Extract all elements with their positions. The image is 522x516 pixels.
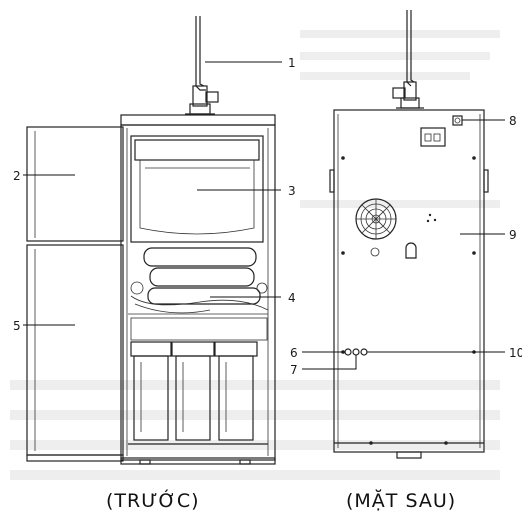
callout-number-4: 4 bbox=[288, 291, 296, 305]
back-power-socket bbox=[420, 115, 463, 147]
back-water-ports bbox=[344, 348, 368, 356]
front-base bbox=[26, 454, 276, 465]
callout-number-2: 2 bbox=[13, 169, 21, 183]
front-caption: (TRƯỚC) bbox=[106, 488, 200, 512]
front-top-panel bbox=[120, 114, 276, 126]
callout-number-1: 1 bbox=[288, 56, 296, 70]
callout-number-8: 8 bbox=[509, 114, 517, 128]
front-membrane-assembly bbox=[128, 247, 269, 315]
callout-number-9: 9 bbox=[509, 228, 517, 242]
back-faucet bbox=[392, 10, 424, 109]
callout-leader-7 bbox=[302, 355, 357, 370]
back-view: 8 9 6 10 7 (MẶT SAU) bbox=[290, 10, 522, 512]
back-rivets bbox=[341, 156, 476, 445]
background-ghost-text bbox=[10, 30, 500, 480]
back-body bbox=[333, 109, 485, 453]
back-caption: (MẶT SAU) bbox=[346, 488, 456, 512]
front-upper-tank bbox=[130, 135, 264, 243]
front-faucet bbox=[185, 16, 219, 115]
front-view: 1 2 3 4 5 (TRƯỚC) bbox=[13, 16, 296, 512]
callout-number-6: 6 bbox=[290, 346, 298, 360]
callout-number-10: 10 bbox=[509, 346, 522, 360]
callout-number-5: 5 bbox=[13, 319, 21, 333]
back-keyhole bbox=[405, 242, 417, 259]
front-cabinet-body bbox=[26, 124, 276, 461]
back-fan-grille bbox=[355, 198, 437, 257]
callout-number-3: 3 bbox=[288, 184, 296, 198]
front-filter-cartridges bbox=[128, 317, 268, 445]
callout-number-7: 7 bbox=[290, 363, 298, 377]
